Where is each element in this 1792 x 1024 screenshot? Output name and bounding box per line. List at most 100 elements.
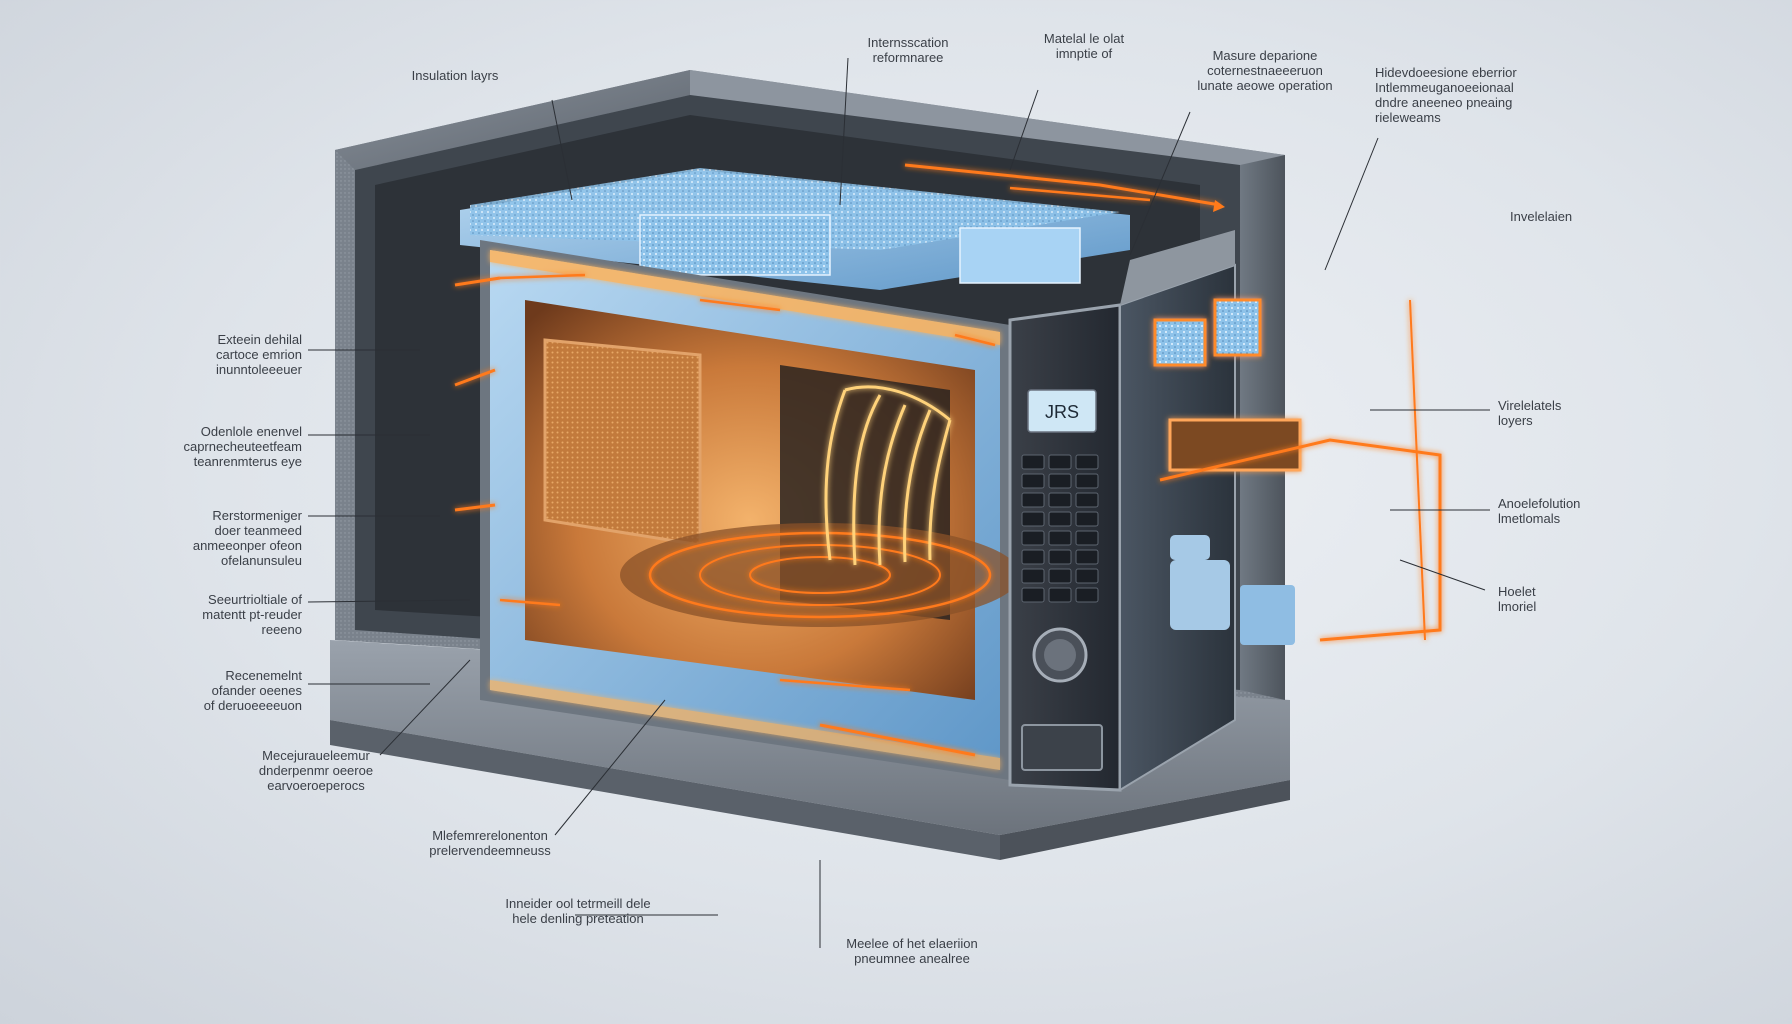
label-line: matentt pt-reuder (202, 607, 302, 622)
digital-display (1027, 389, 1097, 433)
leader-line-material-top (1009, 89, 1039, 171)
keypad-button[interactable] (1075, 549, 1099, 565)
label-line: imnptie of (1056, 46, 1113, 61)
label-line: hele denling preteation (512, 911, 644, 926)
label-line: Insulation layrs (412, 68, 499, 83)
label-line: rieleweams (1375, 110, 1441, 125)
keypad-button[interactable] (1048, 473, 1072, 489)
keypad-button[interactable] (1048, 511, 1072, 527)
right-component-section (1119, 230, 1442, 792)
keypad-button[interactable] (1021, 492, 1045, 508)
label-line: pneumnee anealree (854, 951, 970, 966)
leader-line-electronics-top-right (1324, 137, 1379, 271)
keypad-button[interactable] (1075, 530, 1099, 546)
keypad-button[interactable] (1075, 454, 1099, 470)
label-line: prelervendeemneuss (429, 843, 551, 858)
label-line: Meelee of het elaeriion (846, 936, 978, 951)
label-line: Matelal le olat (1044, 31, 1125, 46)
keypad-button[interactable] (1075, 511, 1099, 527)
keypad-button[interactable] (1021, 568, 1045, 584)
label-line: Invelelaien (1510, 209, 1572, 224)
keypad-button[interactable] (1075, 568, 1099, 584)
leader-line-heater-material (1399, 559, 1486, 591)
label-line: lmetlomals (1498, 511, 1561, 526)
label-line: inunntoleeeuer (216, 362, 303, 377)
label-line: lmoriel (1498, 599, 1536, 614)
label-line: Hidevdoeesione eberrior (1375, 65, 1517, 80)
keypad-button[interactable] (1021, 587, 1045, 603)
keypad-button[interactable] (1075, 587, 1099, 603)
keypad-button[interactable] (1021, 530, 1045, 546)
leader-line-bottom-left-2 (554, 699, 666, 836)
label-line: reformnaree (873, 50, 944, 65)
label-line: Recenemelnt (225, 668, 302, 683)
label-line: Internsscation (868, 35, 949, 50)
keypad-button[interactable] (1048, 492, 1072, 508)
label-line: earvoeroeperocs (267, 778, 365, 793)
label-line: dndre aneeneo pneaing (1375, 95, 1512, 110)
label-line: Mecejuraueleemur (262, 748, 370, 763)
keypad-button[interactable] (1075, 492, 1099, 508)
keypad (1021, 454, 1099, 603)
keypad-button[interactable] (1075, 473, 1099, 489)
label-line: cartoce emrion (216, 347, 302, 362)
label-line: lunate aeowe operation (1197, 78, 1332, 93)
label-line: anmeeonper ofeon (193, 538, 302, 553)
label-line: Exteein dehilal (217, 332, 302, 347)
keypad-button[interactable] (1021, 549, 1045, 565)
label-insulation-layers-top-left: Insulation layrs (412, 68, 499, 83)
keypad-button[interactable] (1048, 530, 1072, 546)
label-line: Mlefemrerelonenton (432, 828, 548, 843)
label-line: Anoelefolution (1498, 496, 1580, 511)
label-line: of deruoeeeeuon (204, 698, 302, 713)
label-line: Seeurtrioltiale of (208, 592, 302, 607)
label-line: reeeno (262, 622, 302, 637)
keypad-button[interactable] (1021, 511, 1045, 527)
label-line: teanrenmterus eye (194, 454, 302, 469)
top-insulation (460, 163, 1225, 290)
leader-line-internal-reflector-top (839, 57, 849, 206)
leader-line-moisture-top (1129, 111, 1191, 256)
keypad-button[interactable] (1048, 587, 1072, 603)
label-line: Intlemmeuganoeeionaal (1375, 80, 1514, 95)
leader-line-insulation-layers-top-left (551, 99, 573, 201)
leader-line-bottom-left-1 (379, 659, 471, 756)
label-line: coternestnaeeeruon (1207, 63, 1323, 78)
keypad-button[interactable] (1021, 473, 1045, 489)
label-line: Inneider ool tetrmeill dele (505, 896, 650, 911)
keypad-button[interactable] (1048, 568, 1072, 584)
leader-lines (307, 57, 1490, 948)
label-line: caprnecheuteetfeam (183, 439, 302, 454)
door-release-button[interactable] (1021, 724, 1103, 771)
label-insulation-right: Invelelaien (1510, 209, 1572, 224)
label-line: Hoelet (1498, 584, 1536, 599)
leader-line-exterior-left-4 (307, 599, 471, 603)
oven-frame (480, 240, 1020, 780)
label-line: ofelanunsuleu (221, 553, 302, 568)
keypad-button[interactable] (1048, 454, 1072, 470)
keypad-button[interactable] (1048, 549, 1072, 565)
label-line: Masure deparione (1213, 48, 1318, 63)
label-line: Rerstormeniger (212, 508, 302, 523)
label-line: loyers (1498, 413, 1533, 428)
label-line: ofander oeenes (212, 683, 303, 698)
keypad-button[interactable] (1021, 454, 1045, 470)
